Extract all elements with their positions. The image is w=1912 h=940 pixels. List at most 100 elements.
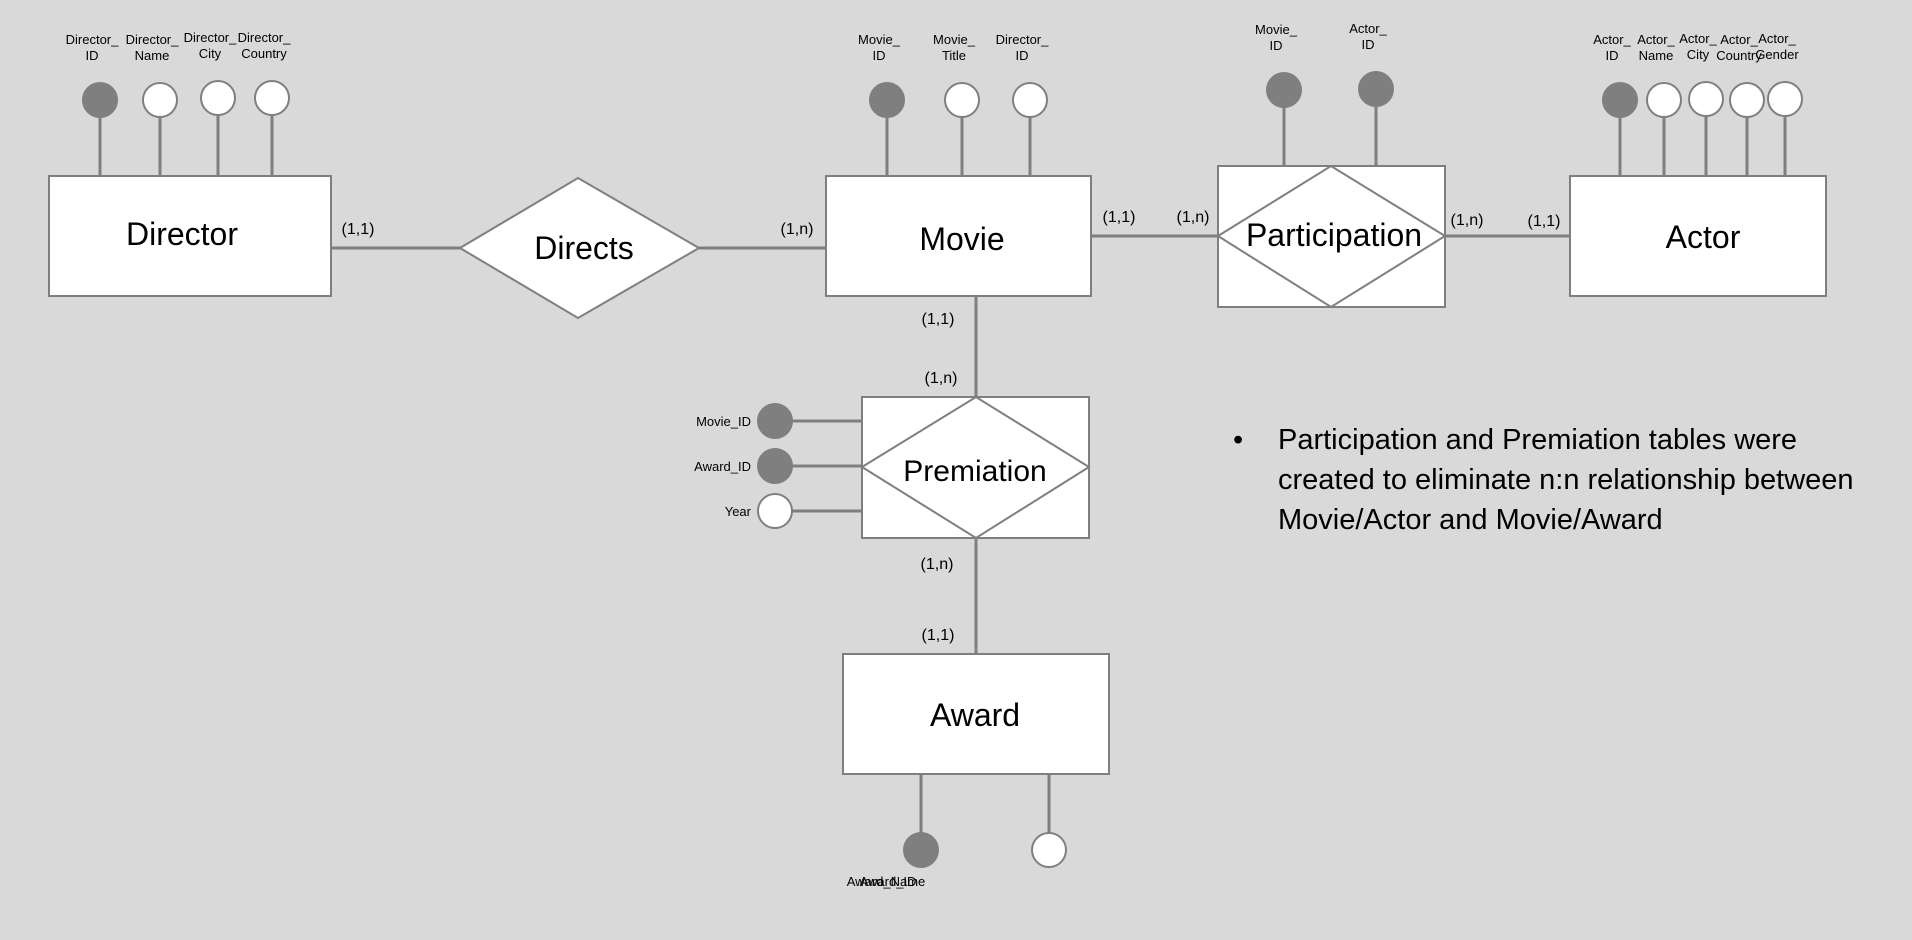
attribute-award-award-name: Award_Name <box>847 832 1067 889</box>
key-attribute-marker <box>1266 72 1302 108</box>
attribute-movie-director-id: Director_ID <box>996 32 1050 118</box>
attribute-label: Year <box>725 504 752 519</box>
attribute-participation-actor-id: Actor_ID <box>1349 21 1394 107</box>
attribute-premiation-award-id: Award_ID <box>694 448 793 484</box>
cardinality-movie-premiation: (1,1) <box>922 311 955 328</box>
attribute-label: ID <box>86 48 99 63</box>
cardinality-labels: (1,1) (1,n) (1,1) (1,n) (1,n) (1,1) (1,1… <box>342 209 1561 644</box>
relationship-premiation-label: Premiation <box>903 455 1046 488</box>
attribute-label: Award_ID <box>860 874 917 889</box>
attribute-marker <box>142 82 178 118</box>
entity-actor-label: Actor <box>1666 219 1741 255</box>
attribute-actor-actor-city: Actor_City <box>1679 31 1724 117</box>
cardinality-directs-movie: (1,n) <box>781 221 814 238</box>
cardinality-director-directs: (1,1) <box>342 221 375 238</box>
attribute-group: Director_IDDirector_NameDirector_CityDir… <box>66 21 1803 889</box>
entity-award: Award <box>842 653 1110 775</box>
cardinality-premiation-movie-side: (1,n) <box>925 370 958 387</box>
attribute-label: City <box>1687 47 1710 62</box>
attribute-actor-actor-id: Actor_ID <box>1593 32 1638 118</box>
cardinality-movie-participation: (1,1) <box>1103 209 1136 226</box>
attribute-label: Name <box>135 48 170 63</box>
attribute-director-director-city: Director_City <box>184 30 238 116</box>
attribute-marker <box>1031 832 1067 868</box>
attribute-marker <box>1767 81 1803 117</box>
note-text: Participation and Premiation tables were… <box>1278 424 1854 536</box>
attribute-label: Actor_ <box>1349 21 1387 36</box>
attribute-label: ID <box>1606 48 1619 63</box>
attribute-label: ID <box>1270 38 1283 53</box>
attribute-label: Director_ <box>238 30 292 45</box>
attribute-marker <box>944 82 980 118</box>
entity-movie: Movie <box>825 175 1092 297</box>
attribute-label: Director_ <box>126 32 180 47</box>
attribute-label: ID <box>1016 48 1029 63</box>
key-attribute-marker <box>1358 71 1394 107</box>
note-item: • Participation and Premiation tables we… <box>1233 420 1898 540</box>
entity-award-label: Award <box>930 697 1020 733</box>
cardinality-actor-participation: (1,1) <box>1528 213 1561 230</box>
attribute-label: Award_ID <box>694 459 751 474</box>
entity-director-label: Director <box>126 216 238 252</box>
key-attribute-marker <box>869 82 905 118</box>
attribute-marker <box>254 80 290 116</box>
attribute-marker <box>1646 82 1682 118</box>
attribute-label: Country <box>1716 48 1762 63</box>
attribute-label: Actor_ <box>1679 31 1717 46</box>
cardinality-premiation-award-side: (1,n) <box>921 556 954 573</box>
attribute-movie-movie-title: Movie_Title <box>933 32 980 118</box>
cardinality-participation-movie-side: (1,n) <box>1177 209 1210 226</box>
attribute-label: Movie_ <box>1255 22 1298 37</box>
attribute-label: Director_ <box>184 30 238 45</box>
relationship-directs: Directs <box>458 176 701 320</box>
attribute-actor-actor-name: Actor_Name <box>1637 32 1682 118</box>
key-attribute-marker <box>1602 82 1638 118</box>
attribute-movie-movie-id: Movie_ID <box>858 32 905 118</box>
attribute-label: Name <box>1639 48 1674 63</box>
key-attribute-marker <box>757 403 793 439</box>
attribute-director-director-name: Director_Name <box>126 32 180 118</box>
attribute-label: Gender <box>1755 47 1799 62</box>
key-attribute-marker <box>757 448 793 484</box>
attribute-award-award-id: Award_ID <box>860 832 939 889</box>
attribute-label: ID <box>1362 37 1375 52</box>
entity-director: Director <box>48 175 332 297</box>
attribute-label: Movie_ <box>933 32 976 47</box>
attribute-marker <box>1729 82 1765 118</box>
attribute-label: Actor_ <box>1720 32 1758 47</box>
attribute-label: Country <box>241 46 287 61</box>
relationship-participation: Participation <box>1216 164 1447 309</box>
attribute-label: Award_Name <box>847 874 926 889</box>
key-attribute-marker <box>82 82 118 118</box>
attribute-actor-actor-gender: Actor_Gender <box>1755 31 1803 117</box>
attribute-actor-actor-country: Actor_Country <box>1716 32 1765 118</box>
note-list: • Participation and Premiation tables we… <box>1233 420 1898 540</box>
attribute-label: Director_ <box>996 32 1050 47</box>
relationship-participation-label: Participation <box>1246 217 1422 253</box>
attribute-marker <box>1688 81 1724 117</box>
relationship-premiation: Premiation <box>860 395 1091 540</box>
attribute-marker <box>757 493 793 529</box>
attribute-label: Movie_ID <box>696 414 751 429</box>
attribute-label: Director_ <box>66 32 120 47</box>
attribute-label: Actor_ <box>1637 32 1675 47</box>
attribute-label: City <box>199 46 222 61</box>
bullet-glyph: • <box>1233 424 1244 456</box>
attribute-director-director-id: Director_ID <box>66 32 120 118</box>
key-attribute-marker <box>903 832 939 868</box>
entity-movie-label: Movie <box>919 221 1004 257</box>
attribute-premiation-year: Year <box>725 493 793 529</box>
entity-actor: Actor <box>1569 175 1827 297</box>
attribute-marker <box>200 80 236 116</box>
attribute-label: Actor_ <box>1593 32 1631 47</box>
attribute-premiation-movie-id: Movie_ID <box>696 403 793 439</box>
attribute-label: Actor_ <box>1758 31 1796 46</box>
relationship-directs-label: Directs <box>534 230 634 266</box>
attribute-label: ID <box>873 48 886 63</box>
cardinality-participation-actor-side: (1,n) <box>1451 212 1484 229</box>
attribute-label: Movie_ <box>858 32 901 47</box>
attribute-marker <box>1012 82 1048 118</box>
attribute-director-director-country: Director_Country <box>238 30 292 116</box>
connector-lines <box>98 106 1787 833</box>
